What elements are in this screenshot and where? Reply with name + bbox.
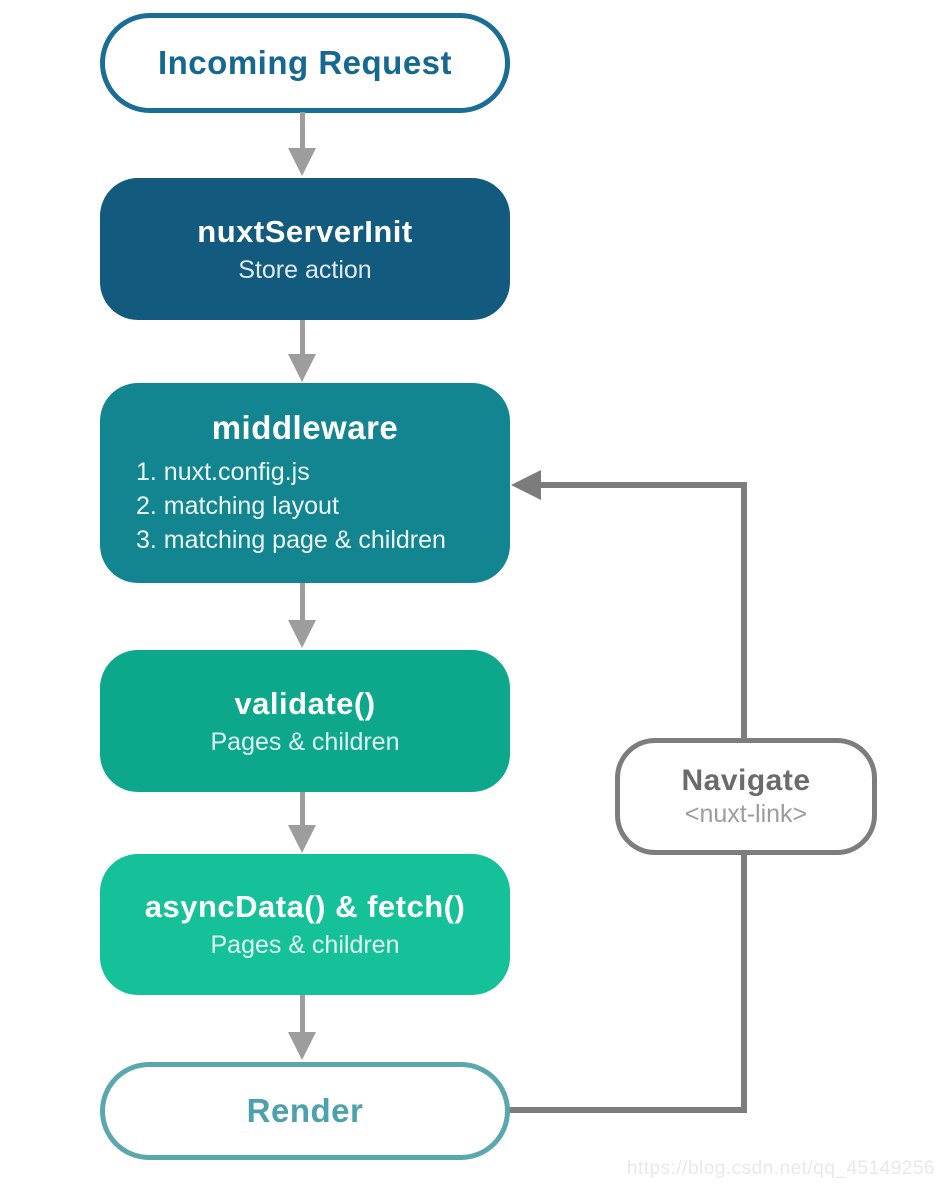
node-subtitle: Pages & children xyxy=(210,931,400,959)
middleware-list: 1. nuxt.config.js 2. matching layout 3. … xyxy=(100,455,510,557)
node-incoming-request: Incoming Request xyxy=(100,13,510,113)
arrow-down-icon xyxy=(288,148,316,176)
loop-line-bottom xyxy=(508,1107,747,1113)
node-subtitle: Store action xyxy=(238,255,372,284)
node-navigate: Navigate <nuxt-link> xyxy=(615,738,877,855)
arrow-shaft xyxy=(300,995,305,1034)
middleware-list-item: 1. nuxt.config.js xyxy=(136,458,310,486)
node-subtitle: <nuxt-link> xyxy=(684,800,808,828)
arrow-shaft xyxy=(300,792,305,827)
loop-line-top xyxy=(540,482,747,488)
node-title: Incoming Request xyxy=(157,44,453,81)
node-subtitle: Pages & children xyxy=(210,727,400,756)
middleware-list-item: 3. matching page & children xyxy=(136,526,446,554)
node-render: Render xyxy=(100,1062,510,1160)
arrow-down-icon xyxy=(288,825,316,853)
node-middleware: middleware 1. nuxt.config.js 2. matching… xyxy=(100,383,510,583)
node-title: nuxtServerInit xyxy=(197,213,413,249)
loop-arrowhead-left-icon xyxy=(511,470,541,500)
node-async-data-fetch: asyncData() & fetch() Pages & children xyxy=(100,854,510,995)
node-title: asyncData() & fetch() xyxy=(144,889,466,924)
connector-arrow-3 xyxy=(288,583,317,648)
node-title: validate() xyxy=(234,685,376,721)
connector-arrow-5 xyxy=(288,995,317,1060)
node-title: Render xyxy=(246,1092,364,1129)
arrow-down-icon xyxy=(288,620,316,648)
node-title: Navigate xyxy=(681,764,811,797)
arrow-down-icon xyxy=(288,1032,316,1060)
middleware-list-item: 2. matching layout xyxy=(136,492,339,520)
connector-arrow-2 xyxy=(288,320,317,382)
node-title: middleware xyxy=(211,409,399,446)
connector-arrow-1 xyxy=(288,112,317,176)
node-validate: validate() Pages & children xyxy=(100,650,510,792)
watermark-text: https://blog.csdn.net/qq_45149256 xyxy=(626,1158,935,1179)
arrow-down-icon xyxy=(288,354,316,382)
arrow-shaft xyxy=(300,320,305,356)
arrow-shaft xyxy=(300,112,305,150)
node-nuxt-server-init: nuxtServerInit Store action xyxy=(100,178,510,320)
arrow-shaft xyxy=(300,583,305,622)
connector-arrow-4 xyxy=(288,792,317,853)
